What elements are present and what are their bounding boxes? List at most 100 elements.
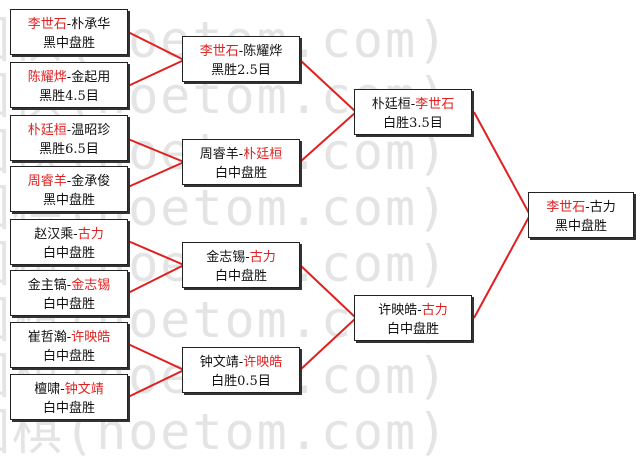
player-1: 周睿羊: [27, 174, 67, 189]
match-result: 黑胜6.5目: [39, 142, 99, 157]
match-players: 金主镐-金志锡: [11, 276, 127, 295]
player-2: 金志锡: [71, 278, 111, 293]
separator: -: [238, 44, 244, 59]
match-result: 黑中盘胜: [42, 193, 95, 208]
player-2: 金承俊: [71, 174, 111, 189]
match-players: 许映皓-古力: [355, 301, 471, 320]
player-2: 古力: [421, 303, 448, 318]
player-1: 崔哲瀚: [27, 330, 67, 345]
match-players: 金志锡-古力: [183, 248, 299, 267]
connector-line: [299, 317, 357, 371]
match-box: 李世石-陈耀烨 黑胜2.5目: [182, 36, 300, 82]
player-2: 古力: [589, 200, 616, 215]
player-2: 钟文靖: [64, 382, 104, 397]
separator: -: [238, 355, 244, 370]
match-box: 陈耀烨-金起用 黑胜4.5目: [10, 62, 128, 108]
match-box: 金志锡-古力 白中盘胜: [182, 242, 300, 288]
connector-line: [127, 161, 185, 188]
player-2: 李世石: [415, 97, 455, 112]
separator: -: [66, 330, 72, 345]
match-box: 朴廷桓-李世石 白胜3.5目: [354, 89, 472, 135]
match-box: 檀啸-钟文靖 白中盘胜: [10, 374, 128, 420]
match-result: 白中盘胜: [214, 269, 267, 284]
connector-line: [299, 111, 357, 163]
player-1: 陈耀烨: [27, 70, 67, 85]
bracket-connectors: [127, 31, 531, 398]
separator: -: [585, 200, 590, 215]
separator: -: [66, 174, 72, 189]
player-2: 朴承华: [71, 17, 111, 32]
separator: -: [417, 303, 422, 318]
match-players: 朴廷桓-温昭珍: [11, 121, 127, 140]
player-1: 李世石: [546, 200, 586, 215]
connector-line: [127, 59, 185, 87]
match-box: 赵汉乘-古力 白中盘胜: [10, 219, 128, 265]
match-players: 李世石-古力: [529, 198, 633, 217]
match-players: 钟文靖-许映皓: [183, 353, 299, 372]
match-players: 陈耀烨-金起用: [11, 68, 127, 87]
player-1: 钟文靖: [199, 355, 239, 370]
match-box: 周睿羊-金承俊 黑中盘胜: [10, 166, 128, 212]
match-box: 周睿羊-朴廷桓 白中盘胜: [182, 139, 300, 185]
connector-line: [299, 264, 357, 319]
player-1: 朴廷桓: [371, 97, 411, 112]
match-players: 周睿羊-金承俊: [11, 172, 127, 191]
match-result: 白中盘胜: [42, 297, 95, 312]
separator: -: [73, 227, 78, 242]
separator: -: [238, 147, 244, 162]
match-box: 钟文靖-许映皓 白胜0.5目: [182, 347, 300, 393]
player-1: 赵汉乘: [34, 227, 74, 242]
match-box: 朴廷桓-温昭珍 黑胜6.5目: [10, 115, 128, 161]
player-1: 朴廷桓: [27, 123, 67, 138]
connector-line: [127, 240, 185, 266]
separator: -: [60, 382, 65, 397]
match-players: 崔哲瀚-许映皓: [11, 328, 127, 347]
connector-line: [473, 214, 531, 319]
match-players: 檀啸-钟文靖: [11, 380, 127, 399]
player-2: 古力: [77, 227, 104, 242]
player-2: 陈耀烨: [243, 44, 283, 59]
match-result: 白中盘胜: [42, 349, 95, 364]
separator: -: [66, 17, 72, 32]
separator: -: [66, 278, 72, 293]
match-box: 李世石-古力 黑中盘胜: [528, 192, 634, 238]
connector-line: [127, 343, 185, 371]
match-players: 李世石-陈耀烨: [183, 42, 299, 61]
player-2: 许映皓: [71, 330, 111, 345]
player-2: 温昭珍: [71, 123, 111, 138]
match-result: 黑中盘胜: [42, 36, 95, 51]
player-1: 檀啸: [34, 382, 61, 397]
match-result: 白胜3.5目: [383, 116, 443, 131]
match-result: 黑胜2.5目: [211, 63, 271, 78]
player-1: 周睿羊: [199, 147, 239, 162]
match-players: 李世石-朴承华: [11, 15, 127, 34]
match-box: 崔哲瀚-许映皓 白中盘胜: [10, 322, 128, 368]
separator: -: [410, 97, 416, 112]
connector-line: [127, 31, 185, 61]
separator: -: [66, 70, 72, 85]
player-2: 古力: [249, 250, 276, 265]
player-1: 许映皓: [378, 303, 418, 318]
connector-line: [299, 59, 357, 113]
player-1: 金志锡: [206, 250, 246, 265]
player-1: 金主镐: [27, 278, 67, 293]
connector-line: [127, 138, 185, 163]
match-result: 白中盘胜: [42, 401, 95, 416]
separator: -: [66, 123, 72, 138]
match-box: 李世石-朴承华 黑中盘胜: [10, 9, 128, 55]
match-result: 白中盘胜: [42, 246, 95, 261]
match-result: 白中盘胜: [214, 166, 267, 181]
match-result: 白胜0.5目: [211, 374, 271, 389]
match-players: 周睿羊-朴廷桓: [183, 145, 299, 164]
player-2: 许映皓: [243, 355, 283, 370]
match-players: 朴廷桓-李世石: [355, 95, 471, 114]
match-result: 黑胜4.5目: [39, 89, 99, 104]
bracket-canvas: 围棋(hoetom.com) 围棋(hoetom.com) 围棋(hoetom.…: [0, 9, 634, 461]
player-2: 朴廷桓: [243, 147, 283, 162]
match-result: 黑中盘胜: [554, 219, 607, 234]
connector-line: [473, 111, 531, 216]
separator: -: [245, 250, 250, 265]
connector-line: [127, 264, 185, 294]
match-result: 白中盘胜: [386, 322, 439, 337]
player-1: 李世石: [27, 17, 67, 32]
